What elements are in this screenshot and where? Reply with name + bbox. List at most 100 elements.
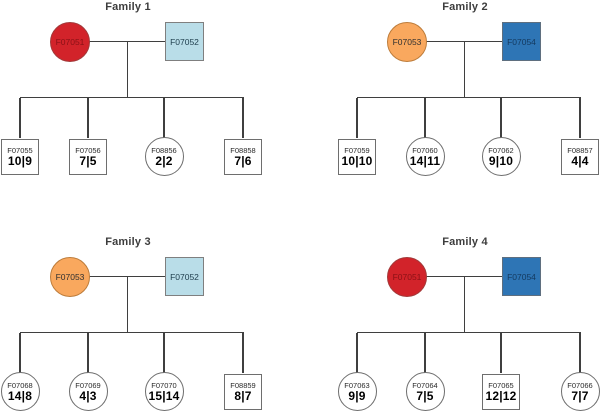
child-drop-line (163, 98, 165, 138)
family-title: Family 2 (442, 1, 488, 13)
female-child-shape: F07063 9|9 (337, 372, 377, 411)
child-node: F07059 10|10 (338, 137, 377, 176)
child-id-label: F08856 (151, 145, 177, 155)
child-value-label: 12|12 (485, 389, 517, 403)
female-child-shape: F07066 7|7 (560, 372, 600, 411)
sibling-line (19, 97, 244, 99)
child-value-label: 14|11 (409, 153, 441, 168)
child-node: F07055 10|9 (1, 137, 40, 176)
female-child-shape: F07064 7|5 (405, 372, 445, 411)
offspring-line (127, 42, 129, 98)
female-child-shape: F07062 9|10 (481, 137, 521, 176)
mother-id-label: F07053 (55, 272, 85, 282)
child-id-label: F07069 (75, 380, 101, 390)
child-node: F08858 7|6 (224, 137, 263, 176)
child-node: F07065 12|12 (482, 372, 521, 411)
family-1-group: Family 1 F07051 F07052 F07055 10|9 F0705… (0, 0, 265, 180)
sibling-line (356, 97, 581, 99)
marriage-line (426, 276, 503, 278)
child-value-label: 14|8 (7, 388, 33, 403)
child-id-label: F07056 (75, 146, 101, 155)
child-drop-line (424, 98, 426, 138)
child-node: F07062 9|10 (481, 137, 521, 176)
father-id-label: F07054 (507, 271, 536, 282)
father-node: F07052 (165, 22, 204, 61)
child-drop-line (356, 333, 358, 373)
father-node: F07052 (165, 257, 204, 296)
male-child-shape: F08858 7|6 (224, 139, 262, 175)
child-id-label: F07060 (412, 145, 438, 155)
child-value-label: 4|3 (79, 388, 97, 403)
child-node: F08857 4|4 (561, 137, 600, 176)
child-id-label: F07065 (488, 381, 514, 390)
child-node: F07070 15|14 (144, 372, 184, 411)
child-value-label: 15|14 (148, 388, 180, 403)
offspring-line (464, 42, 466, 98)
father-id-label: F07052 (170, 36, 199, 47)
child-id-label: F07068 (7, 380, 33, 390)
child-node: F08859 8|7 (224, 372, 263, 411)
child-node: F07066 7|7 (560, 372, 600, 411)
family-title: Family 4 (442, 236, 488, 248)
child-drop-line (87, 98, 89, 138)
child-id-label: F07055 (7, 146, 33, 155)
father-node: F07054 (502, 257, 541, 296)
family-title: Family 3 (105, 236, 151, 248)
child-id-label: F08858 (230, 146, 256, 155)
child-drop-line (242, 98, 244, 138)
father-id-label: F07054 (507, 36, 536, 47)
child-drop-line (579, 98, 581, 138)
male-child-shape: F07056 7|5 (69, 139, 107, 175)
child-value-label: 9|9 (348, 388, 366, 403)
child-value-label: 7|5 (416, 388, 434, 403)
child-id-label: F07066 (567, 380, 593, 390)
child-drop-line (19, 333, 21, 373)
male-child-shape: F08859 8|7 (224, 374, 262, 410)
child-node: F07064 7|5 (405, 372, 445, 411)
child-node: F08856 2|2 (144, 137, 184, 176)
child-value-label: 10|10 (341, 154, 373, 168)
male-child-shape: F08857 4|4 (561, 139, 599, 175)
father-node: F07054 (502, 22, 541, 61)
female-child-shape: F07069 4|3 (68, 372, 108, 411)
child-node: F07056 7|5 (69, 137, 108, 176)
family-2-group: Family 2 F07053 F07054 F07059 10|10 F070… (337, 0, 600, 180)
child-drop-line (87, 333, 89, 373)
sibling-line (19, 332, 244, 334)
offspring-line (127, 277, 129, 333)
child-drop-line (500, 333, 502, 373)
marriage-line (89, 276, 166, 278)
mother-id-label: F07051 (392, 272, 422, 282)
child-value-label: 2|2 (155, 153, 173, 168)
mother-node: F07053 (50, 257, 90, 297)
child-id-label: F07063 (344, 380, 370, 390)
child-value-label: 9|10 (488, 153, 514, 168)
child-node: F07069 4|3 (68, 372, 108, 411)
child-id-label: F07064 (412, 380, 438, 390)
child-node: F07063 9|9 (337, 372, 377, 411)
male-child-shape: F07065 12|12 (482, 374, 520, 410)
child-value-label: 10|9 (7, 154, 33, 168)
child-drop-line (19, 98, 21, 138)
child-drop-line (356, 98, 358, 138)
child-value-label: 7|6 (234, 154, 252, 168)
child-id-label: F07070 (151, 380, 177, 390)
child-value-label: 7|5 (79, 154, 97, 168)
child-id-label: F08859 (230, 381, 256, 390)
child-node: F07068 14|8 (0, 372, 40, 411)
father-id-label: F07052 (170, 271, 199, 282)
family-4-group: Family 4 F07051 F07054 F07063 9|9 F07064… (337, 235, 600, 413)
mother-node: F07051 (50, 22, 90, 62)
female-child-shape: F07070 15|14 (144, 372, 184, 411)
child-value-label: 8|7 (234, 389, 252, 403)
family-title: Family 1 (105, 1, 151, 13)
child-drop-line (500, 98, 502, 138)
mother-node: F07053 (387, 22, 427, 62)
child-id-label: F07062 (488, 145, 514, 155)
male-child-shape: F07059 10|10 (338, 139, 376, 175)
child-id-label: F08857 (567, 146, 593, 155)
child-drop-line (242, 333, 244, 373)
male-child-shape: F07055 10|9 (1, 139, 39, 175)
child-value-label: 7|7 (571, 388, 589, 403)
